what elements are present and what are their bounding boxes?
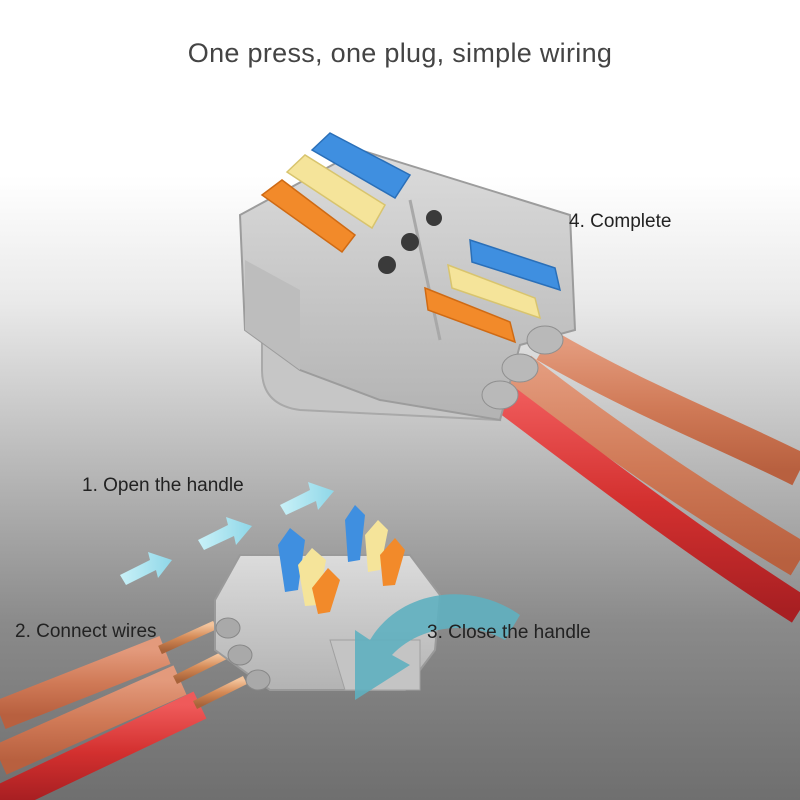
top-wires xyxy=(490,330,800,623)
lever-orange xyxy=(260,179,357,254)
copper-strand xyxy=(172,650,228,685)
lever-yellow xyxy=(447,263,542,320)
push-arrows xyxy=(120,482,334,585)
step-label-close: 3. Close the handle xyxy=(427,622,591,643)
demo-wire-port xyxy=(227,644,253,666)
headline: One press, one plug, simple wiring xyxy=(187,38,613,68)
copper-strand xyxy=(192,675,248,710)
step-label-complete: 4. Complete xyxy=(569,211,672,232)
bottom-wire-red xyxy=(0,691,207,800)
test-hole xyxy=(426,210,442,226)
arrow-icon xyxy=(280,482,334,515)
top-wire-red xyxy=(490,383,800,623)
demo-wire-port xyxy=(245,669,271,691)
step-label-open: 1. Open the handle xyxy=(82,475,244,496)
demo-wire-port xyxy=(215,617,241,639)
lever-yellow xyxy=(365,520,388,572)
lever-orange xyxy=(312,568,340,614)
lever-orange xyxy=(424,286,517,344)
lever-blue xyxy=(310,132,412,200)
curved-arrow-icon xyxy=(355,594,520,700)
test-hole xyxy=(401,233,419,251)
lever-orange xyxy=(380,538,405,586)
arrow-icon xyxy=(198,517,252,550)
wire-port xyxy=(526,325,564,355)
lever-blue xyxy=(469,238,562,292)
bottom-wire-orange-upper xyxy=(0,636,171,729)
arrow-icon xyxy=(120,552,172,585)
copper-strand xyxy=(158,620,217,655)
body-divider xyxy=(408,199,442,341)
lever-blue xyxy=(278,528,305,592)
lever-yellow xyxy=(285,154,387,230)
bottom-wire-orange-lower xyxy=(0,665,187,775)
test-hole xyxy=(378,256,396,274)
complete-connector xyxy=(238,132,800,623)
lever-blue xyxy=(345,505,365,562)
top-wire-orange-lower xyxy=(508,355,800,576)
demo-connector xyxy=(0,505,442,800)
top-wire-orange-upper xyxy=(536,330,800,486)
wire-port xyxy=(501,353,539,383)
body-front-face xyxy=(245,260,300,370)
wire-port xyxy=(481,380,519,410)
step-label-connect: 2. Connect wires xyxy=(15,621,157,642)
